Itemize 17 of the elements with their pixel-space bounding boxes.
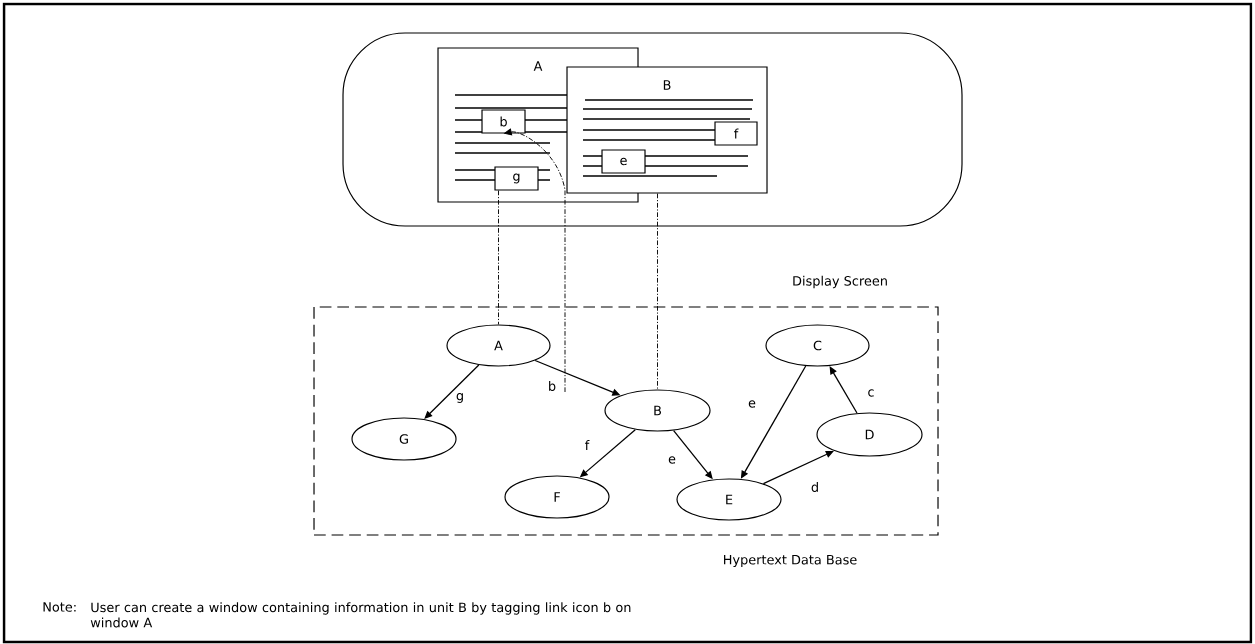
database-caption: Hypertext Data Base [724, 554, 857, 568]
edge-label: f [583, 438, 591, 452]
edge-label: c [866, 388, 876, 398]
edge-label: e [666, 455, 678, 465]
screen-caption: Display Screen [793, 275, 887, 289]
note-text: User can create a window containing information in unit B by tagging link icon b on window A [90, 602, 631, 628]
edge-label: e [746, 399, 758, 409]
mapping-line [498, 190, 499, 325]
note-label: Note: [43, 602, 76, 612]
edge-label: d [809, 480, 821, 494]
arrow [424, 364, 480, 419]
arrow [829, 366, 858, 414]
mapping-line [657, 193, 658, 390]
arrow [762, 450, 834, 485]
edge-label: g [454, 391, 466, 405]
link-arrow [504, 128, 566, 393]
edge-label: b [546, 379, 558, 393]
